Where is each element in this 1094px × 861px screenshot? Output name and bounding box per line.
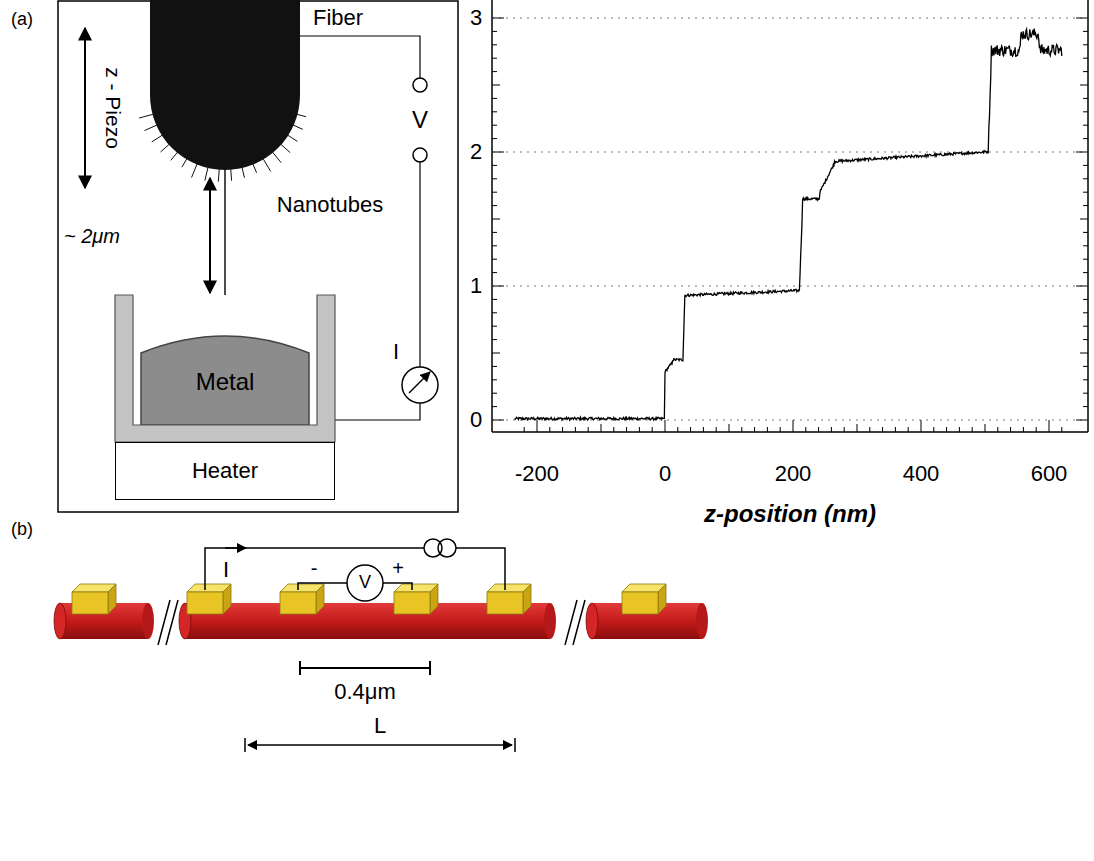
part-label: + xyxy=(392,557,404,579)
data-curve xyxy=(515,29,1062,420)
part-label: I xyxy=(393,340,399,364)
part-label: Nanotubes xyxy=(277,193,383,217)
part-label: z - Piezo xyxy=(101,67,124,149)
current-source-symbol xyxy=(424,539,442,557)
panel-frame xyxy=(58,1,458,512)
nanotube-hairs xyxy=(139,114,306,182)
crucible xyxy=(115,295,335,442)
axis-tick-label: 200 xyxy=(775,462,812,486)
axis-tick-label: -200 xyxy=(515,462,559,486)
ammeter-needle xyxy=(409,372,430,393)
part-label: I xyxy=(223,558,229,582)
scale-bar xyxy=(300,661,430,675)
terminal xyxy=(413,78,427,92)
current-arrow xyxy=(225,547,246,549)
part-label: V xyxy=(359,573,371,593)
axis-tick-label: 0 xyxy=(659,462,671,486)
ammeter-symbol xyxy=(402,367,438,403)
distance-arrow xyxy=(209,178,211,293)
voltmeter-symbol xyxy=(347,565,383,601)
part-label: 0.4μm xyxy=(334,680,396,704)
axis-tick-label: 3 xyxy=(470,6,482,30)
nanotube xyxy=(224,170,226,295)
part-label: ~ 2μm xyxy=(64,225,120,247)
wire xyxy=(335,403,420,420)
part-label: - xyxy=(311,557,318,579)
axis-tick-label: 0 xyxy=(470,408,482,432)
axis-title: z-position (nm) xyxy=(704,501,876,527)
wire xyxy=(419,162,420,367)
terminal xyxy=(413,148,427,162)
axis-tick-label: 2 xyxy=(470,140,482,164)
metal-dome: Metal xyxy=(140,325,310,425)
axis-tick-label: 600 xyxy=(1031,462,1068,486)
part-label: V xyxy=(412,107,428,133)
length-arrow xyxy=(248,744,512,746)
part-label: L xyxy=(374,714,386,738)
panel-label: (a) xyxy=(11,10,33,30)
axis-tick-label: 1 xyxy=(470,274,482,298)
current-source-symbol xyxy=(438,539,456,557)
part-label: Fiber xyxy=(313,6,363,30)
length-ticks xyxy=(245,738,515,752)
node-label: Heater xyxy=(192,459,258,483)
heater-box: Heater xyxy=(115,442,335,500)
nanotube-device xyxy=(54,600,708,645)
wire xyxy=(300,36,420,78)
axis-tick-label: 400 xyxy=(903,462,940,486)
node-label: Metal xyxy=(196,355,255,395)
fiber-tip xyxy=(150,0,300,170)
piezo-arrow xyxy=(84,28,86,188)
panel-label: (b) xyxy=(11,520,33,540)
step-chart xyxy=(492,0,1088,432)
